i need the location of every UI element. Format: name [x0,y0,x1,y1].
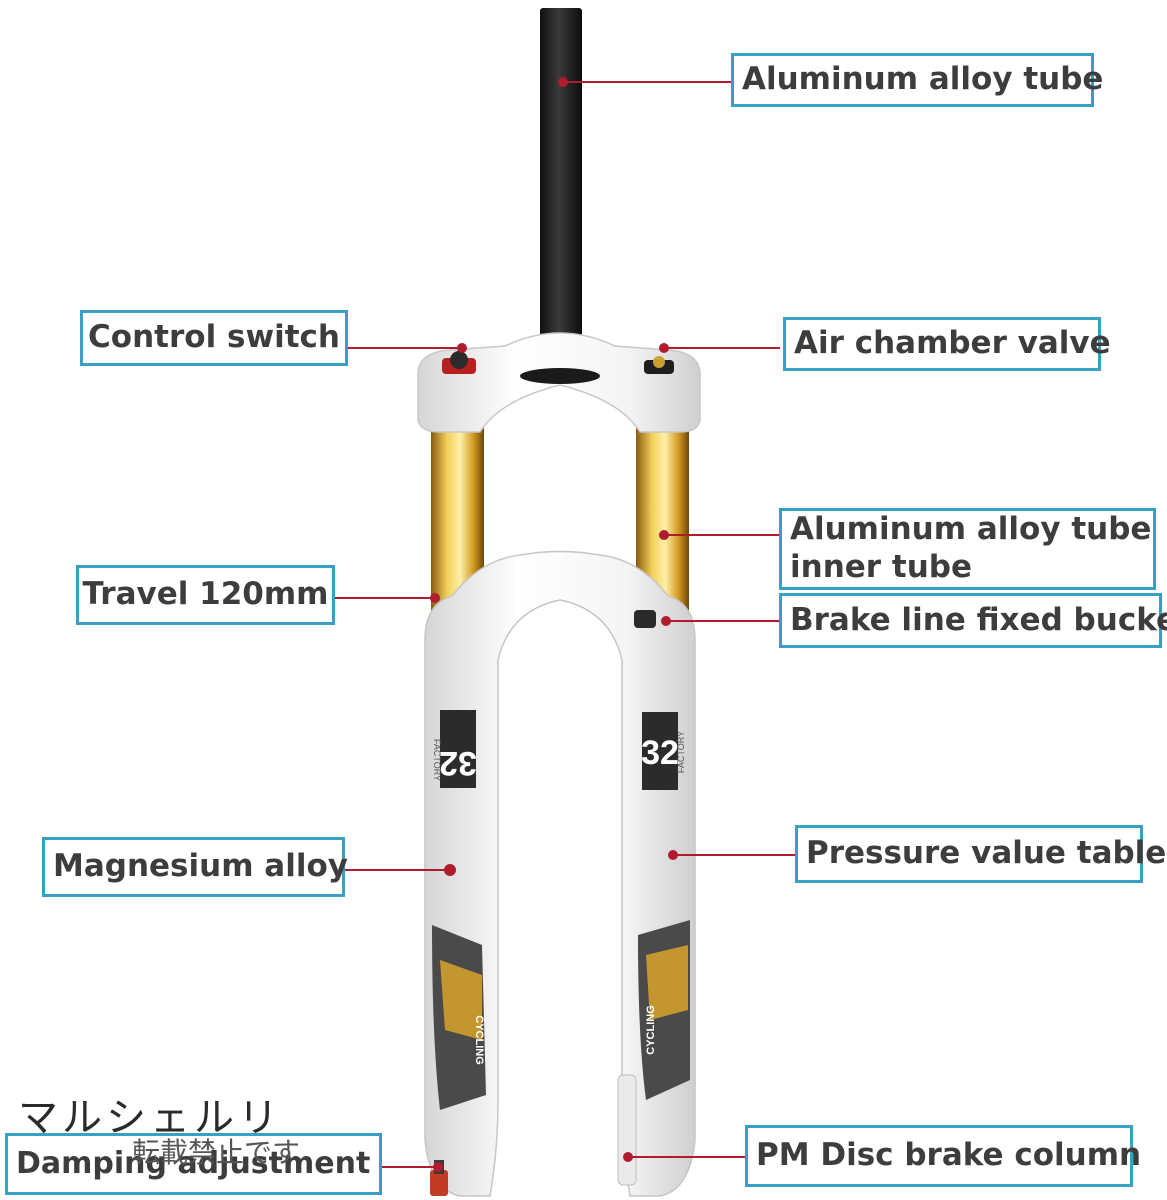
leader-lines [333,77,795,1172]
callout-magnesium-alloy: Magnesium alloy [42,837,348,897]
left-leg-number: 32 [439,744,477,782]
control-switch-cap [450,351,468,369]
callout-pm-disc-brake-column: PM Disc brake column [745,1125,1141,1187]
left-leg-badge [440,710,476,788]
steerer-tube [540,8,582,370]
fork-lowers [424,550,696,1197]
brake-line-buckle [634,610,656,628]
right-leg-text: FACTORY [676,731,686,773]
steerer-crown-hole [520,368,600,384]
air-valve-core [653,356,665,368]
callout-pressure-value-table: Pressure value table [795,825,1166,883]
right-leg-number: 32 [641,734,679,772]
callout-inner-tube: Aluminum alloy tube inner tube [779,508,1156,590]
right-leg-decal-stripe [646,945,688,1020]
damping-knob [430,1170,448,1196]
left-leg-text: FACTORY [432,739,442,781]
callout-aluminum-alloy-tube: Aluminum alloy tube [731,53,1103,107]
callout-travel: Travel 120mm [76,565,335,625]
right-leg-badge [642,712,678,790]
callout-brake-line-buckle: Brake line fixed bucke [779,593,1167,648]
left-leg-decal-text: CYCLING [473,1015,485,1065]
right-leg-decal-text: CYCLING [645,1005,657,1055]
disc-brake-mount [617,1074,637,1186]
callout-air-chamber-valve: Air chamber valve [783,317,1111,371]
callout-control-switch: Control switch [80,310,348,366]
callout-inner-tube-line1: Aluminum alloy tube [790,511,1152,548]
callout-damping-adjustment: Damping adjustment [5,1133,382,1195]
left-leg-decal-stripe [440,960,482,1040]
callout-inner-tube-line2: inner tube [790,549,972,585]
